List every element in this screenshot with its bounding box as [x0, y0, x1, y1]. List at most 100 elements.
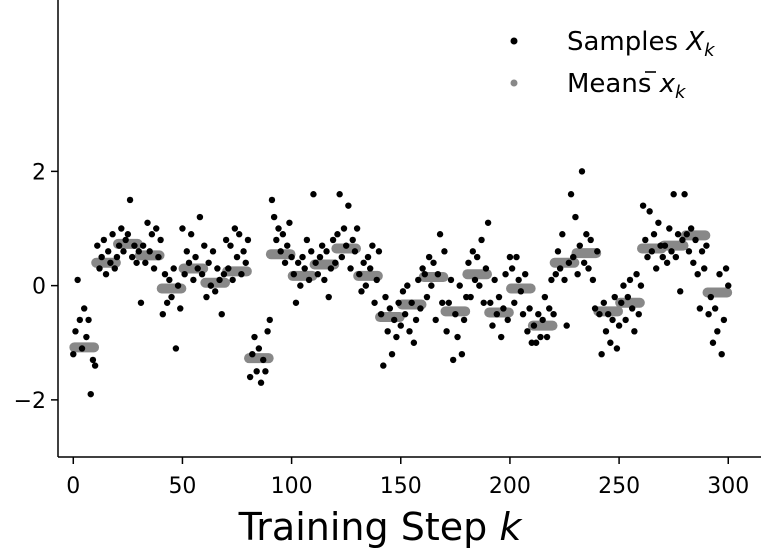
sample-point — [292, 299, 300, 306]
sample-point — [144, 219, 151, 226]
sample-point — [388, 350, 396, 358]
sample-point — [425, 253, 433, 261]
sample-point — [109, 231, 116, 238]
sample-point — [214, 265, 221, 272]
sample-point — [194, 265, 201, 272]
sample-point — [484, 219, 492, 226]
sample-point — [626, 276, 634, 284]
sample-point — [139, 242, 147, 249]
sample-point — [255, 345, 263, 352]
sample-point — [648, 248, 656, 255]
sample-point — [94, 242, 101, 249]
sample-point — [561, 276, 568, 284]
sample-point — [155, 253, 162, 261]
sample-point — [548, 276, 555, 284]
sample-point — [299, 253, 306, 261]
sample-point — [624, 293, 632, 301]
sample-point — [419, 265, 426, 272]
sample-point — [96, 265, 103, 272]
sample-point — [268, 196, 276, 204]
sample-point — [666, 225, 673, 232]
sample-point — [153, 225, 160, 232]
sample-point — [220, 271, 228, 278]
sample-point — [587, 236, 594, 244]
sample-point — [332, 259, 339, 266]
sample-point — [421, 271, 428, 278]
sample-point — [655, 219, 662, 226]
sample-point — [356, 271, 363, 278]
sample-point — [150, 265, 158, 272]
sample-point — [70, 350, 77, 358]
sample-point — [454, 333, 461, 341]
sample-point — [460, 316, 468, 324]
sample-point — [445, 299, 452, 306]
legend-marker — [510, 79, 518, 87]
sample-point — [432, 316, 439, 324]
sample-point — [628, 305, 636, 312]
sample-point — [696, 305, 704, 312]
sample-point — [397, 322, 404, 329]
x-axis-title-var: k — [499, 505, 523, 549]
sample-point — [118, 225, 125, 232]
sample-point — [478, 236, 485, 244]
sample-point — [491, 276, 498, 284]
sample-point — [598, 350, 605, 358]
sample-point — [329, 236, 337, 244]
sample-point — [644, 253, 651, 261]
sample-point — [174, 282, 182, 289]
sample-point — [229, 276, 236, 284]
sample-point — [677, 288, 684, 295]
sample-point — [351, 248, 359, 255]
sample-point — [589, 276, 597, 284]
sample-point — [465, 259, 472, 266]
sample-point — [633, 271, 640, 278]
legend-label: Means xk — [567, 69, 687, 103]
sample-point — [417, 305, 424, 312]
sample-point — [74, 276, 81, 284]
sample-point — [227, 242, 234, 249]
sample-point — [511, 299, 518, 306]
sample-point — [102, 271, 110, 278]
sample-point — [290, 271, 297, 278]
sample-point — [559, 231, 566, 238]
sample-point — [168, 293, 175, 301]
sample-point — [701, 265, 708, 272]
sample-point — [635, 310, 642, 318]
sample-point — [653, 265, 660, 272]
sample-point — [670, 191, 677, 198]
sample-point — [596, 310, 603, 318]
sample-point — [115, 242, 123, 249]
sample-point — [303, 236, 311, 244]
sample-point — [124, 231, 132, 238]
sample-point — [443, 328, 450, 335]
sample-point — [78, 345, 86, 352]
sample-point — [594, 248, 601, 255]
sample-point — [187, 231, 195, 238]
sample-point — [240, 248, 247, 255]
axes — [57, 0, 761, 458]
sample-point — [539, 316, 546, 324]
sample-point — [198, 271, 206, 278]
sample-point — [607, 339, 614, 346]
sample-point — [338, 253, 346, 261]
sample-point — [161, 271, 169, 278]
sample-point — [89, 356, 97, 364]
sample-point — [308, 248, 315, 255]
sample-point — [707, 293, 714, 301]
sample-point — [565, 259, 573, 266]
sample-point — [439, 299, 446, 306]
sample-point — [716, 271, 723, 278]
sample-point — [275, 225, 282, 232]
sample-point — [718, 350, 725, 358]
sample-point — [497, 333, 505, 341]
plot-area — [69, 168, 733, 398]
sample-point — [631, 328, 638, 335]
sample-point — [231, 225, 239, 232]
sample-point — [257, 379, 265, 386]
sample-point — [532, 339, 540, 346]
sample-point — [98, 253, 105, 261]
sample-point — [659, 253, 666, 261]
sample-point — [456, 282, 463, 289]
sample-point — [284, 242, 291, 249]
